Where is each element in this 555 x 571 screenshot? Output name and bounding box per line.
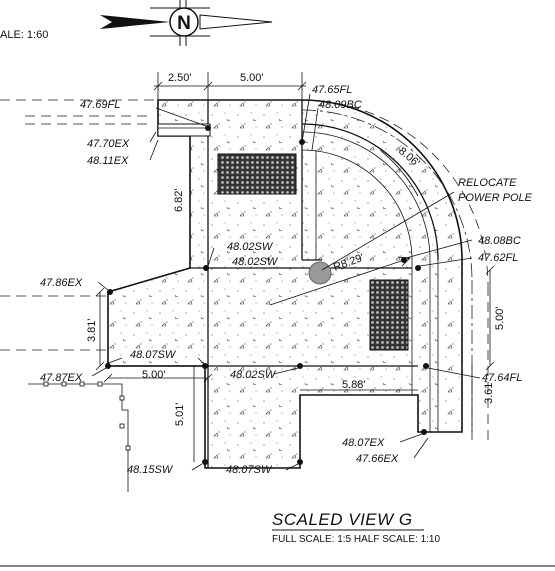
- horizontal-dimension-lines: [103, 373, 418, 391]
- dim-vertical-right: 5.00': [494, 306, 506, 330]
- view-subtitle: FULL SCALE: 1:5 HALF SCALE: 1:10: [272, 534, 440, 545]
- elev-ex-4811: 48.11EX: [87, 155, 129, 167]
- elev-bc-4809: 48.09BC: [319, 99, 362, 111]
- elev-ex-4787: 47.87EX: [40, 372, 83, 384]
- arc-length-line: [379, 149, 419, 197]
- elev-fl-4765: 47.65FL: [312, 84, 352, 96]
- scale-label: ALE: 1:60: [0, 29, 48, 41]
- leader-lines: [91, 93, 481, 471]
- elev-bc-4808: 48.08BC: [478, 235, 521, 247]
- dim-vertical-lower: 5.01': [174, 402, 186, 426]
- elev-ex-4807: 48.07EX: [342, 437, 385, 449]
- elev-ex-4770: 47.70EX: [87, 138, 130, 150]
- elev-fl-4764: 47.64FL: [482, 372, 522, 384]
- relocate-note-line2: POWER POLE: [458, 192, 533, 204]
- concrete-slab: [107, 99, 463, 469]
- fence-line: [28, 381, 131, 492]
- survey-points: [105, 125, 429, 465]
- north-letter: N: [177, 13, 191, 34]
- dim-horizontal-left: 5.00': [142, 369, 166, 381]
- vertical-dimension-lines: [95, 136, 495, 462]
- elev-ex-4766: 47.66EX: [356, 453, 399, 465]
- elev-sw-4807-left: 48.07SW: [130, 349, 177, 361]
- elev-fl-4769: 47.69FL: [80, 99, 120, 111]
- elev-sw-4807-bottom: 48.07SW: [226, 464, 273, 476]
- elev-ex-4786: 47.86EX: [40, 277, 83, 289]
- power-pole: [308, 261, 332, 285]
- relocate-note-line1: RELOCATE: [458, 177, 517, 189]
- elev-sw-4802-lower: 48.02SW: [230, 369, 277, 381]
- dim-top-left: 2.50': [168, 72, 192, 84]
- dim-top-right: 5.00': [240, 72, 264, 84]
- warning-grate-right: [369, 279, 409, 351]
- elev-fl-4762: 47.62FL: [478, 252, 518, 264]
- dim-vertical-right-lower: 3.61': [483, 380, 495, 404]
- elev-sw-4815: 48.15SW: [127, 464, 174, 476]
- dim-horizontal-right: 5.88': [342, 379, 366, 391]
- dim-vertical-left: 3.81': [86, 318, 98, 342]
- elev-sw-4802-upper: 48.02SW: [227, 241, 274, 253]
- warning-grate-upper: [217, 153, 297, 195]
- elev-sw-4802-mid: 48.02SW: [232, 256, 279, 268]
- dim-vertical-upper: 6.82': [173, 188, 185, 212]
- north-arrow-icon: N: [100, 0, 273, 46]
- view-title: SCALED VIEW G: [272, 510, 413, 529]
